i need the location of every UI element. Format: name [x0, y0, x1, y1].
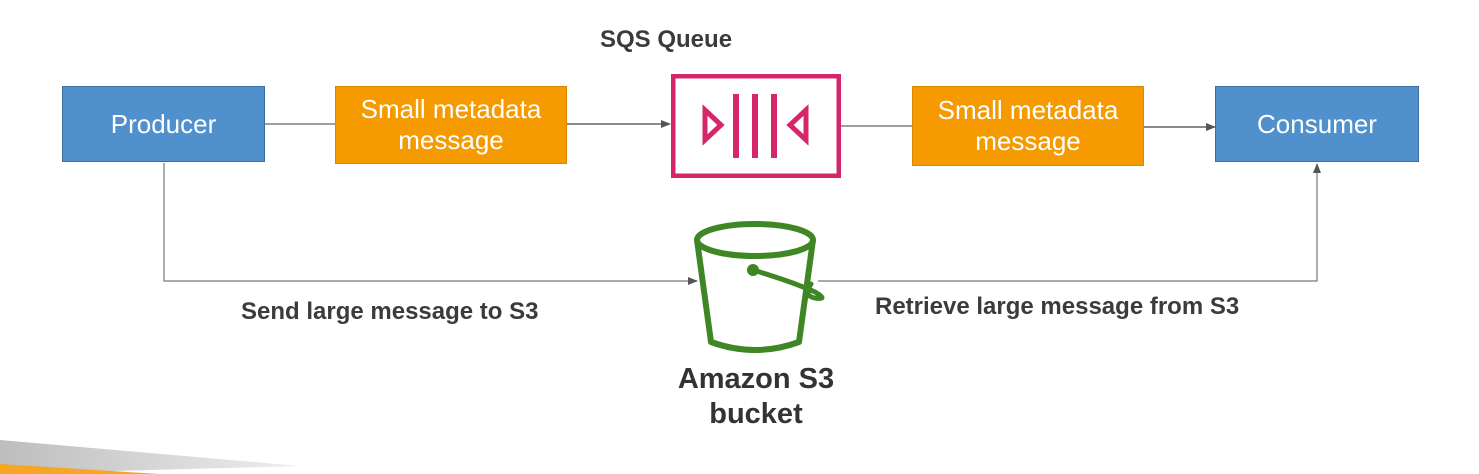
s3-bucket-icon[interactable]	[683, 210, 833, 360]
s3-bucket-label-line2: bucket	[709, 398, 803, 430]
edge-producer-to-s3	[163, 163, 698, 285]
send-large-message-label: Send large message to S3	[241, 298, 539, 325]
s3-bucket-label-line1: Amazon S3	[677, 363, 835, 395]
metadata-message-left-line1: Small metadata	[360, 94, 542, 124]
metadata-message-right-line2: message	[975, 126, 1081, 156]
sqs-queue-title: SQS Queue	[600, 26, 733, 53]
producer-box[interactable]: Producer	[62, 86, 265, 162]
retrieve-large-message-label: Retrieve large message from S3	[875, 293, 1240, 320]
consumer-label: Consumer	[1257, 108, 1377, 139]
sqs-queue-icon[interactable]	[671, 74, 841, 178]
s3-bucket-label: Amazon S3 bucket	[656, 362, 856, 432]
metadata-message-right-line1: Small metadata	[937, 95, 1119, 125]
metadata-message-left[interactable]: Small metadata message	[335, 86, 567, 164]
metadata-message-left-line2: message	[398, 125, 504, 155]
consumer-box[interactable]: Consumer	[1215, 86, 1419, 162]
slide-corner-decoration	[0, 440, 300, 474]
producer-label: Producer	[110, 108, 217, 139]
metadata-message-right[interactable]: Small metadata message	[912, 86, 1144, 166]
edge-s3-to-consumer	[818, 163, 1321, 282]
